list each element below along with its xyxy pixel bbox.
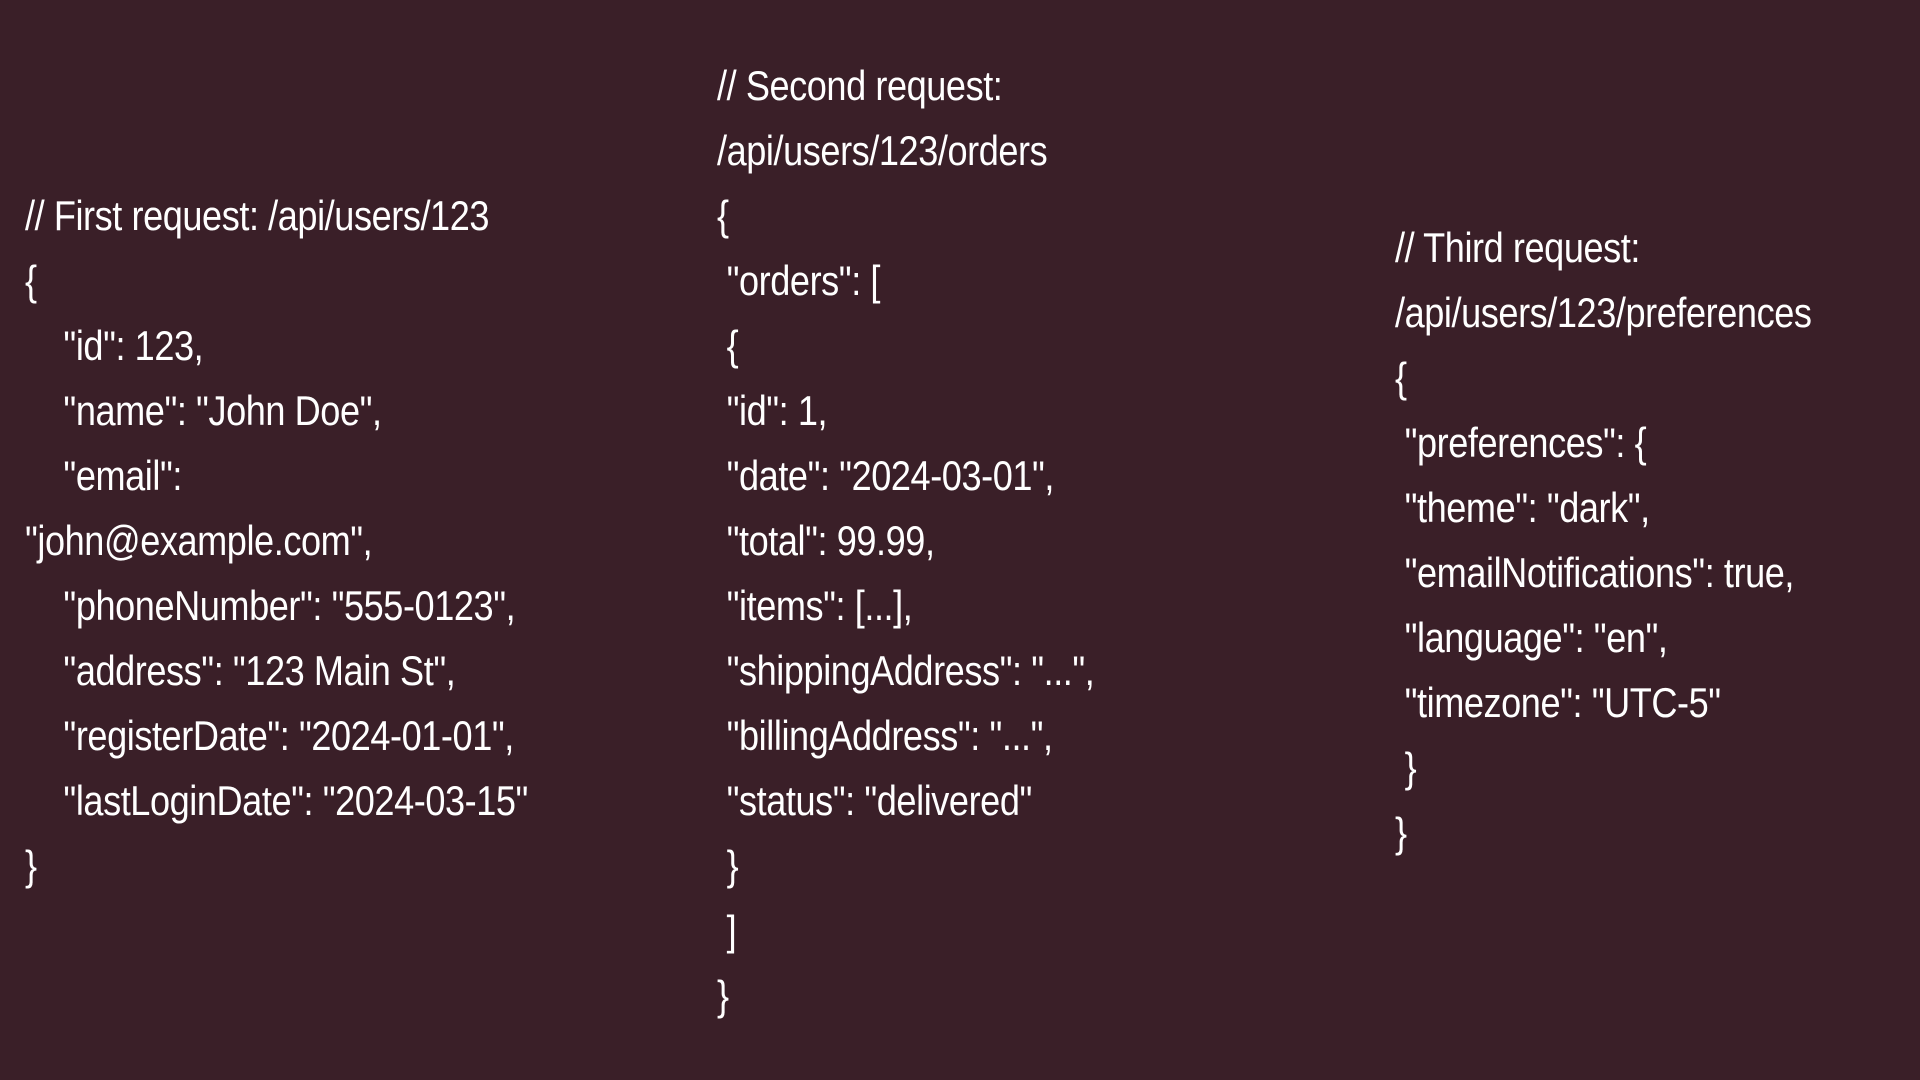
code-line: "address": "123 Main St", bbox=[25, 647, 456, 694]
code-line: } bbox=[717, 972, 729, 1019]
code-line: "id": 1, bbox=[717, 387, 828, 434]
code-line: } bbox=[1395, 809, 1407, 856]
code-line: /api/users/123/orders bbox=[717, 127, 1048, 174]
code-line: "items": [...], bbox=[717, 582, 913, 629]
first-request-code-block: // First request: /api/users/123 { "id":… bbox=[25, 183, 528, 898]
code-line: "email": bbox=[25, 452, 182, 499]
code-line: "phoneNumber": "555-0123", bbox=[25, 582, 516, 629]
code-line: "registerDate": "2024-01-01", bbox=[25, 712, 514, 759]
code-line: // First request: /api/users/123 bbox=[25, 192, 490, 239]
code-line: "billingAddress": "...", bbox=[717, 712, 1053, 759]
code-line: // Third request: bbox=[1395, 224, 1640, 271]
code-line: "shippingAddress": "...", bbox=[717, 647, 1095, 694]
code-line: "john@example.com", bbox=[25, 517, 373, 564]
code-line: "emailNotifications": true, bbox=[1395, 549, 1795, 596]
code-line: "timezone": "UTC-5" bbox=[1395, 679, 1722, 726]
code-line: "theme": "dark", bbox=[1395, 484, 1651, 531]
third-request-code-block: // Third request: /api/users/123/prefere… bbox=[1395, 215, 1812, 865]
code-line: "language": "en", bbox=[1395, 614, 1668, 661]
code-line: "date": "2024-03-01", bbox=[717, 452, 1055, 499]
code-line: "lastLoginDate": "2024-03-15" bbox=[25, 777, 528, 824]
code-line: ] bbox=[717, 907, 737, 954]
code-line: } bbox=[717, 842, 739, 889]
code-line: "name": "John Doe", bbox=[25, 387, 382, 434]
second-request-code-block: // Second request: /api/users/123/orders… bbox=[717, 53, 1095, 1028]
code-line: } bbox=[1395, 744, 1417, 791]
code-line: "id": 123, bbox=[25, 322, 204, 369]
code-line: { bbox=[25, 257, 37, 304]
code-line: "orders": [ bbox=[717, 257, 881, 304]
code-line: { bbox=[717, 322, 739, 369]
code-line: /api/users/123/preferences bbox=[1395, 289, 1812, 336]
code-line: "preferences": { bbox=[1395, 419, 1647, 466]
code-line: // Second request: bbox=[717, 62, 1003, 109]
code-line: { bbox=[717, 192, 729, 239]
code-line: "total": 99.99, bbox=[717, 517, 935, 564]
code-line: { bbox=[1395, 354, 1407, 401]
code-line: "status": "delivered" bbox=[717, 777, 1033, 824]
code-line: } bbox=[25, 842, 37, 889]
